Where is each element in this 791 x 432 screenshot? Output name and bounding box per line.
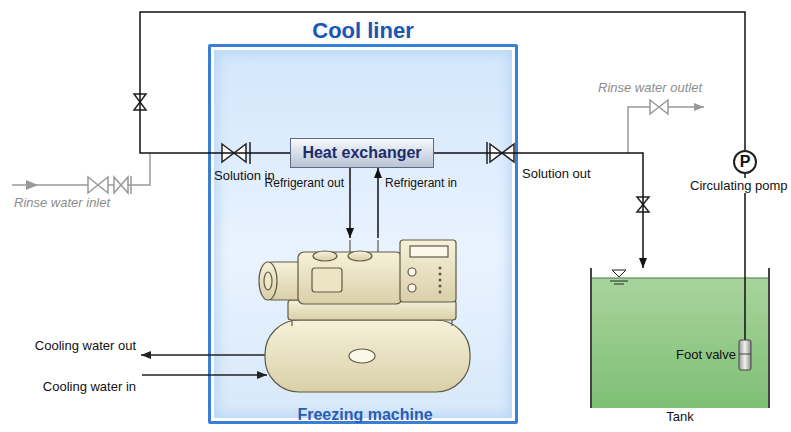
cool-liner-panel: Cool linerHeat exchangerFreezing machine [208, 14, 518, 426]
pipe-connector [349, 168, 351, 238]
rinse-inlet-pipe [12, 153, 150, 185]
box-label: Heat exchanger [302, 144, 421, 162]
rinse-outlet-valve [650, 100, 668, 114]
panel-title: Cool liner [208, 18, 518, 44]
pipe-connector [140, 12, 745, 153]
cooling-water-pipes [141, 355, 268, 375]
rinse-outlet-pipe [628, 107, 704, 153]
pump-symbol: PCirculating pomp [733, 150, 757, 174]
pump-letter: P [740, 154, 751, 170]
outlet-label: Rinse water outlet [598, 80, 702, 95]
pipe-label: Cooling water out [35, 338, 136, 353]
machine-label: Freezing machine [245, 406, 485, 424]
connector-label: Refrigerant out [265, 176, 344, 190]
pipe-label: Cooling water in [43, 379, 136, 394]
pipe-connector [434, 153, 643, 268]
freezing-machine: Freezing machine [245, 238, 485, 428]
pipe-connector [377, 168, 379, 238]
tank: Tank [590, 268, 770, 408]
tank-label: Tank [592, 409, 768, 424]
freezing-machine-illustration [245, 238, 485, 428]
heat-exchanger-box: Heat exchanger [290, 138, 434, 168]
part-label: Foot valve [676, 347, 736, 362]
rinse-inlet-valve [88, 176, 131, 194]
tank-contents [592, 268, 768, 408]
rinse-inlet-arrow [26, 180, 38, 190]
pump-label: Circulating pomp [689, 178, 789, 193]
connector-label: Solution out [522, 166, 591, 181]
connector-label: Solution in [214, 168, 275, 183]
connector-label: Refrigerant in [385, 176, 457, 190]
inlet-label: Rinse water inlet [14, 195, 110, 210]
